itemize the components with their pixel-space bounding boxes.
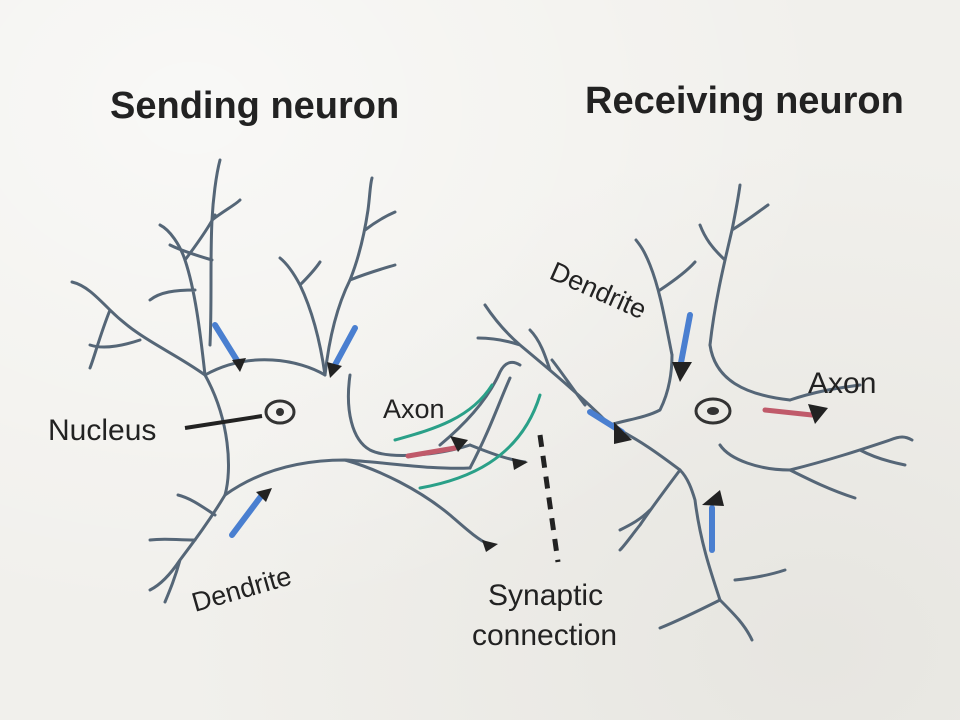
receiving-arrowhead-3 — [702, 490, 724, 506]
sending-dendrite-lower-left — [148, 493, 227, 604]
sending-axon-marker — [405, 445, 458, 459]
receiving-axon-arrowhead — [808, 404, 828, 424]
sending-arrowhead-3 — [256, 488, 272, 502]
receiving-neuron — [476, 183, 914, 642]
sending-arrowhead-1 — [232, 358, 246, 372]
receiving-dendrite-lower-left — [618, 468, 682, 552]
label-synaptic: Synaptic — [488, 579, 603, 612]
sending-signal-arrow-3 — [229, 492, 265, 538]
sending-signal-arrow-2 — [332, 325, 358, 368]
title-receiving-neuron: Receiving neuron — [585, 80, 904, 122]
label-connection: connection — [472, 619, 617, 652]
receiving-arrowhead-1 — [672, 362, 692, 382]
sending-dendrite-upper-left — [70, 213, 217, 377]
sending-axon-end-arrowhead — [512, 458, 528, 470]
receiving-nucleus-icon — [694, 397, 732, 425]
receiving-dendrite-top — [634, 183, 770, 357]
sending-dendrite-upper-middle — [168, 158, 327, 377]
receiving-dendrite-right — [788, 383, 914, 500]
receiving-nucleolus-icon — [707, 407, 719, 415]
synaptic-gap-dashed-line — [537, 434, 561, 563]
sending-nucleus-icon — [264, 399, 296, 425]
receiving-arrowhead-2 — [614, 422, 632, 444]
receiving-soma-outline — [608, 343, 792, 602]
receiving-axon-marker — [762, 407, 815, 418]
label-nucleus: Nucleus — [48, 414, 156, 447]
sending-arrowhead-2 — [327, 362, 342, 378]
synapse-outline-lower — [418, 393, 542, 490]
title-sending-neuron: Sending neuron — [110, 85, 399, 127]
nucleus-pointer-line — [184, 414, 263, 430]
sending-neuron — [70, 158, 542, 604]
sending-branch-lower-right — [343, 458, 492, 547]
synapse-outline-upper — [393, 383, 494, 442]
sending-axon-arrowhead — [450, 436, 468, 452]
label-receiving-axon: Axon — [808, 367, 876, 400]
receiving-dendrite-bottom — [658, 568, 787, 642]
receiving-dendrite-left — [476, 303, 612, 427]
sending-nucleolus-icon — [276, 408, 284, 416]
label-sending-axon: Axon — [383, 394, 445, 424]
label-sending-dendrite: Dendrite — [188, 561, 294, 618]
sending-soma-outline — [203, 278, 472, 497]
label-receiving-dendrite: Dendrite — [546, 256, 651, 325]
sending-dendrite-upper-right — [348, 176, 397, 282]
receiving-signal-arrow-1 — [677, 312, 693, 371]
sending-signal-arrow-1 — [212, 322, 241, 365]
sending-branch-end-arrowhead — [482, 540, 498, 552]
sending-axon-path — [438, 360, 527, 470]
